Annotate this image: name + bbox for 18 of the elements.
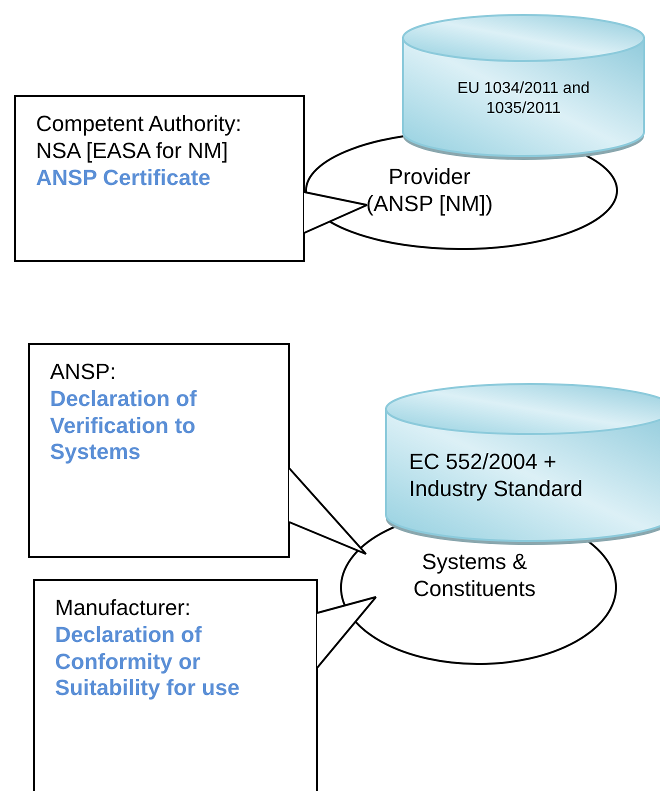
cylinder-node <box>385 383 660 545</box>
callout-pointer <box>303 191 368 234</box>
node-text: EC 552/2004 + Industry Standard <box>409 449 584 503</box>
callout-box <box>33 579 318 791</box>
node-text: Systems & Constituents <box>412 548 537 602</box>
node-text: Declaration of Verification to Systems <box>50 386 198 466</box>
node-text: ANSP Certificate <box>36 164 212 192</box>
node-text: ANSP: <box>50 359 118 386</box>
callout-box <box>28 343 290 558</box>
callout-pointer <box>316 596 377 669</box>
node-text: Declaration of Conformity or Suitability for use <box>55 622 241 702</box>
callout-box <box>14 95 305 262</box>
cylinder-node <box>402 14 645 160</box>
node-text: Manufacturer: <box>55 595 192 622</box>
node-text: EU 1034/2011 and 1035/2011 <box>456 79 591 119</box>
node-text: Competent Authority: NSA [EASA for NM] <box>36 111 242 165</box>
node-text: Provider (ANSP [NM]) <box>365 164 494 218</box>
callout-pointer <box>288 467 367 555</box>
